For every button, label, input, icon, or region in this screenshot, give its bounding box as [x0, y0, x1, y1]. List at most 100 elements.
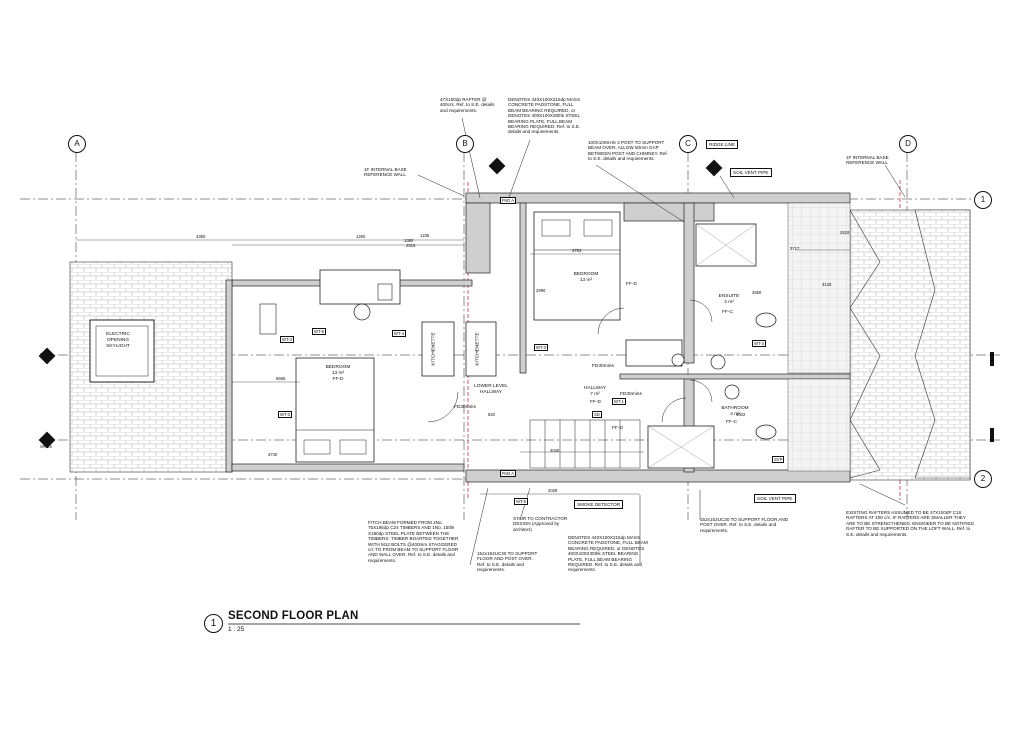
room-name: BEDROOM: [573, 272, 599, 277]
room-name: BEDROOM: [325, 365, 351, 370]
dimension-text: 3740: [268, 452, 278, 457]
dimension-text: 2028: [548, 488, 558, 493]
room-bedroom-right: BEDROOM 13 m²: [566, 272, 606, 284]
dimension-text: 2990: [536, 288, 546, 293]
drawing-scale: 1 : 25: [228, 626, 245, 633]
dimension-text: 3128: [822, 282, 832, 287]
note-rafters-existing: EXISTING RAFTERS ASSUMED TO BE 47X100dP …: [846, 510, 976, 537]
grid-bubble-a: A: [68, 135, 86, 153]
dimension-text: 2650: [752, 290, 762, 295]
pad-a-bottom-tag: PAD A: [500, 470, 517, 477]
ensuite-wc: [755, 312, 777, 328]
note-rafter: 47X150dp RAFTER @ 400crs. Ref. to S.E. d…: [440, 97, 495, 113]
grid-bubble-b: B: [456, 135, 474, 153]
ff-d-hallway: FF-D: [590, 400, 601, 405]
note-stair: STAIR TO CONTRACTOR DESIGN (Approved by …: [513, 516, 568, 532]
dimension-text: 2818: [840, 230, 850, 235]
room-area: 7 m²: [590, 392, 600, 397]
dimension-text: 2515: [406, 243, 416, 248]
bathroom-wc: [755, 424, 777, 440]
ensuite-tiles: [787, 202, 851, 374]
room-ensuite: ENSUITE 4 m²: [714, 294, 744, 306]
window-tag: WT-3: [752, 340, 767, 347]
bathroom-tiles: [787, 378, 851, 472]
room-area: 4 m²: [724, 300, 734, 305]
room-bathroom: BATHROOM 4 m²: [718, 406, 752, 418]
grid-bubble-d: D: [899, 135, 917, 153]
dimension-text: 3753: [572, 248, 582, 253]
dimension-text: 1235: [420, 233, 430, 238]
svp-tag: SVP: [772, 456, 785, 463]
dimension-text: 1260: [356, 234, 366, 239]
section-marker-label: SR-25: [40, 444, 52, 449]
bed-left: [295, 357, 375, 463]
note-base-wall-right: 1F INTERNAL BASE REFERENCE WALL: [846, 155, 889, 166]
soil-vent-pipe-bottom-label: SOIL VENT PIPE: [754, 494, 796, 503]
skylight-frame: [89, 319, 155, 383]
room-lower-hallway: LOWER LEVEL HALLWAY: [474, 384, 508, 395]
room-area: 13 m²: [331, 371, 345, 376]
room-area: 4 m²: [730, 412, 740, 417]
room-bedroom-left: BEDROOM 13 m² FF-D: [318, 365, 358, 383]
ff-c-2: FF-C: [726, 420, 737, 425]
window-tag: WT-3: [278, 411, 293, 418]
walls: [225, 192, 851, 483]
stair: [529, 419, 641, 469]
window-tag: WT-3: [280, 336, 295, 343]
note-base-wall-left: 1F INTERNAL BASE REFERENCE WALL: [364, 167, 407, 178]
dimension-text: 6665: [276, 376, 286, 381]
section-marker-label: SR-25: [490, 163, 502, 168]
section-marker-label: SR-25: [707, 165, 719, 170]
pad-a-top-tag: PAD A: [500, 197, 517, 204]
room-area: 13 m²: [579, 278, 593, 283]
grid-bubble-c: C: [679, 135, 697, 153]
note-flitch: FITCH BEAM FORMED FROM 2No. 75X195dp C24…: [368, 520, 459, 563]
room-finish: FF-D: [332, 377, 344, 382]
dimension-text: 3040: [550, 448, 560, 453]
section-arrows: [990, 352, 994, 442]
section-marker-icons: [38, 157, 723, 449]
grid-bubble-1: 1: [974, 191, 992, 209]
bed-right: [533, 211, 621, 321]
ridge-line-label: RIDGE LINE: [706, 140, 739, 149]
room-hallway: HALLWAY 7 m²: [580, 386, 610, 398]
room-name: ENSUITE: [718, 294, 740, 299]
roof-right-edge: [914, 209, 971, 479]
drawing-number: 1: [204, 614, 223, 633]
room-name: BATHROOM: [721, 406, 749, 411]
skylight-label: ELECTRIC OPENING SKYLIGHT: [106, 332, 130, 349]
kitchenette-label-1: KITCHENETTE: [431, 332, 437, 366]
dimension-text: 1380: [404, 238, 414, 243]
room-name: HALLWAY: [583, 386, 607, 391]
window-tag: WT-5: [514, 498, 529, 505]
note-uc-left: 152x152UC30 TO SUPPORT FLOOR AND POST OV…: [477, 551, 538, 573]
smoke-detector-label: SMOKE DETECTOR: [574, 500, 624, 509]
window-tag: WT-1: [612, 398, 627, 405]
soil-vent-pipe-top-label: SOIL VENT PIPE: [730, 168, 772, 177]
fd30-label-3: FD30mins: [620, 392, 642, 397]
section-marker-label: SR-25: [40, 352, 52, 357]
window-tag: WT-5: [312, 328, 327, 335]
drawing-title: SECOND FLOOR PLAN: [228, 610, 359, 622]
fd30-label-1: FD30mins: [592, 364, 614, 369]
kitchenette-label-2: KITCHENETTE: [475, 332, 481, 366]
door-swings: [427, 299, 713, 423]
roof-hip-right: [849, 208, 881, 479]
note-shs-post: 100X100SHS 3 POST TO SUPPORT BEAM OVER. …: [588, 140, 668, 162]
kitchenette-unit-2: [465, 321, 497, 377]
sd-tag: SD: [592, 411, 602, 418]
ff-d-2: FF-D: [612, 426, 623, 431]
dimension-text: 4602: [736, 412, 746, 417]
window-tag: WT-4: [392, 330, 407, 337]
window-tag: WT-3: [534, 344, 549, 351]
room-finish-right-bedroom: FF-D: [626, 282, 637, 287]
dimension-text: 820: [488, 412, 495, 417]
kitchenette-unit-1: [421, 321, 455, 377]
note-uc-right: 152x152UC30 TO SUPPORT FLOOR AND POST OV…: [700, 517, 788, 533]
dimension-text: 4350: [196, 234, 206, 239]
dimension-lines: [76, 239, 850, 495]
note-padstone-bottom: DENOTES 440X100X215dp MASS CONCRETE PADS…: [568, 535, 648, 573]
ff-c-1: FF-C: [722, 310, 733, 315]
note-padstone-top: DENOTES 440X100X215dp MASS CONCRETE PADS…: [508, 97, 581, 135]
